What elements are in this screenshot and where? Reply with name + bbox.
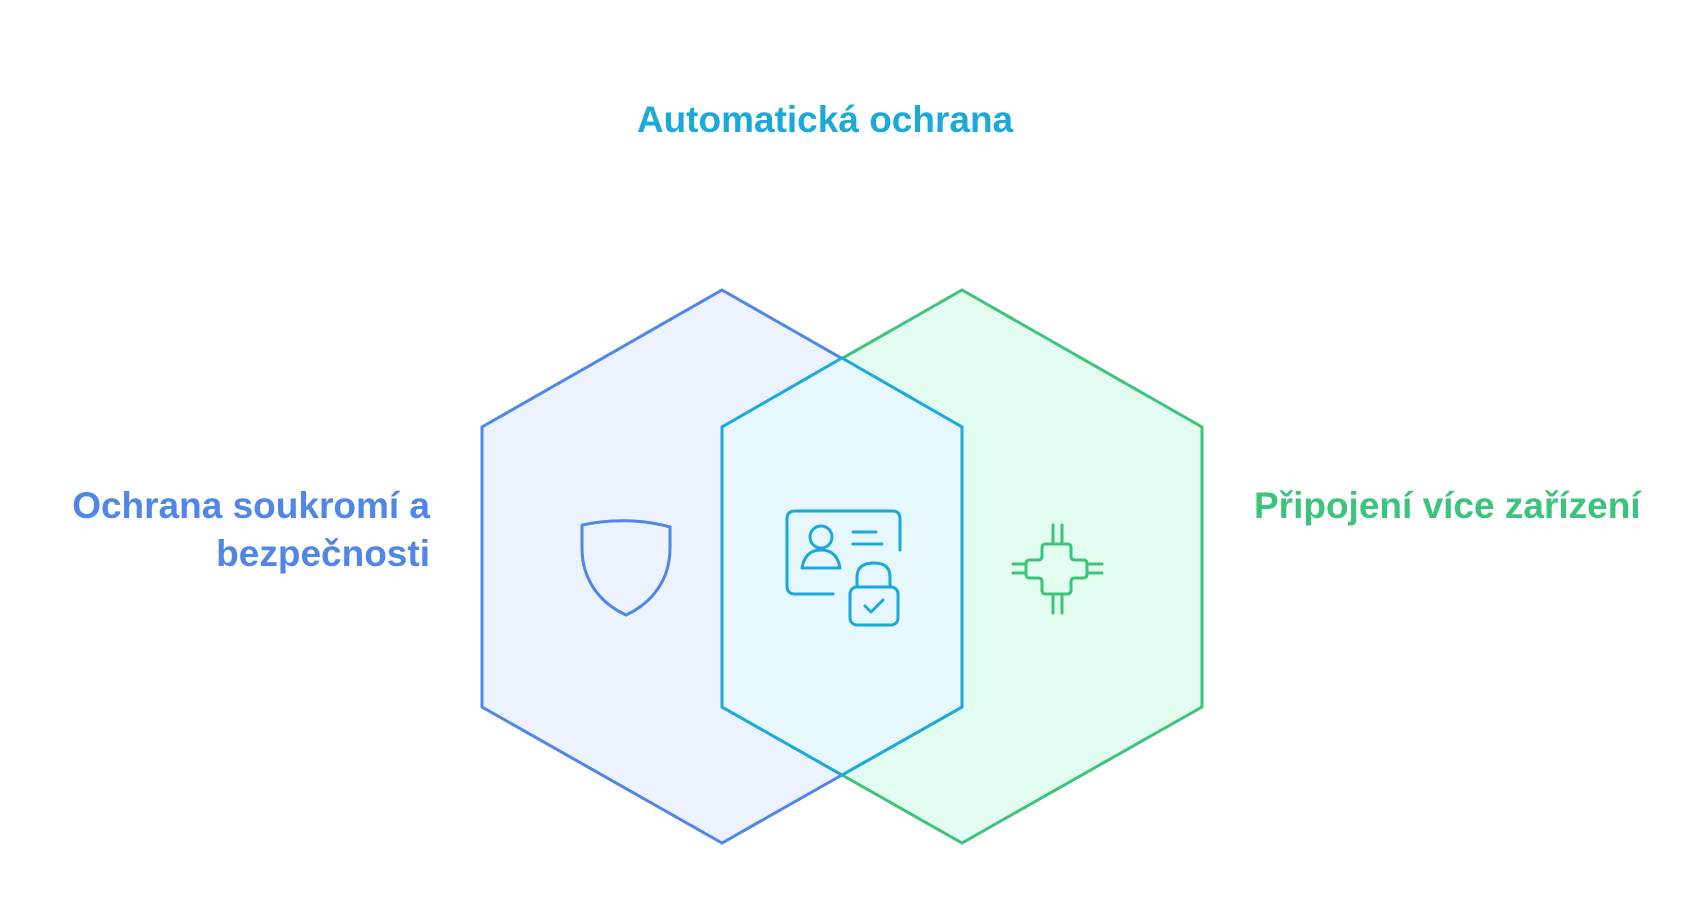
label-privacy-security: Ochrana soukromí a bezpečnosti [72,485,430,574]
shield-icon [580,519,672,617]
label-automatic-protection: Automatická ochrana [636,99,1014,140]
label-multi-device: Připojení více zařízení [1254,485,1641,526]
overlap-region [720,356,964,777]
chip-icon [1011,523,1104,615]
id-card-lock-icon [785,509,902,627]
